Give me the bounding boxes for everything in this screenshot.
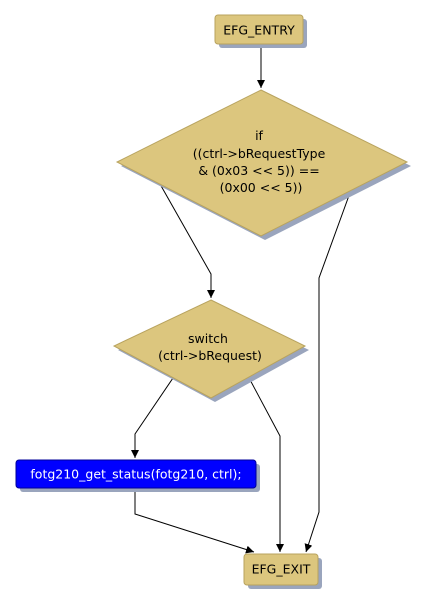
if-line-3: & (0x03 << 5)) == xyxy=(198,163,319,178)
if-decision-node: if ((ctrl->bRequestType & (0x03 << 5)) =… xyxy=(115,89,411,240)
switch-decision-node: switch (ctrl->bRequest) xyxy=(112,299,309,402)
exit-node-label: EFG_EXIT xyxy=(252,562,311,577)
if-line-2: ((ctrl->bRequestType xyxy=(193,146,326,161)
if-condition-text: if ((ctrl->bRequestType & (0x03 << 5)) =… xyxy=(193,128,330,195)
switch-line-2: (ctrl->bRequest) xyxy=(158,348,262,363)
call-node-label: fotg210_get_status(fotg210, ctrl); xyxy=(30,467,241,482)
if-line-1: if xyxy=(255,128,263,143)
edge-if-to-switch xyxy=(159,183,215,298)
if-line-4: (0x00 << 5)) xyxy=(220,180,303,195)
switch-line-1: switch xyxy=(188,331,228,346)
switch-condition-text: switch (ctrl->bRequest) xyxy=(158,331,262,363)
call-node: fotg210_get_status(fotg210, ctrl); xyxy=(15,459,260,492)
entry-node-label: EFG_ENTRY xyxy=(223,23,295,38)
edge-if-to-exit xyxy=(304,189,352,553)
edge-switch-to-exit xyxy=(247,375,284,552)
edge-call-to-exit xyxy=(134,490,255,554)
edges xyxy=(131,46,352,554)
edge-switch-to-call xyxy=(131,377,174,458)
entry-node: EFG_ENTRY xyxy=(214,14,307,48)
exit-node: EFG_EXIT xyxy=(243,553,322,589)
